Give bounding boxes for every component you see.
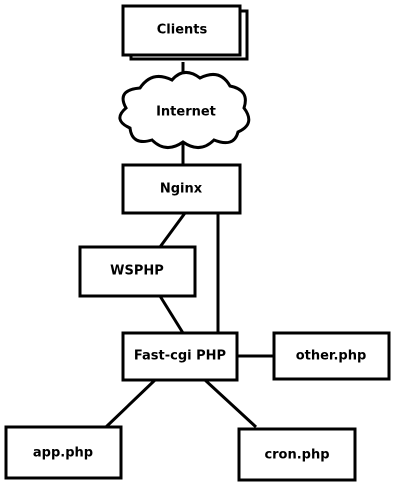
node-cron: cron.php (237, 427, 357, 482)
node-app: app.php (4, 425, 123, 480)
internet-label: Internet (156, 105, 216, 120)
node-other: other.php (272, 331, 391, 381)
app-box (4, 425, 123, 480)
app-label: app.php (33, 446, 93, 461)
wsphp-label: WSPHP (110, 264, 164, 279)
edge-fastcgi-app (104, 378, 157, 429)
other-label: other.php (296, 349, 367, 364)
cloud-icon (118, 71, 251, 149)
clients-label: Clients (157, 23, 208, 38)
clients-front-box (121, 4, 242, 57)
nginx-box (121, 163, 242, 215)
other-box (272, 331, 391, 381)
nginx-label: Nginx (160, 182, 203, 197)
connectors (104, 62, 274, 429)
edge-wsphp-fastcgi (158, 295, 185, 334)
edge-fastcgi-cron (203, 378, 258, 429)
node-internet: Internet (118, 71, 251, 149)
node-fastcgi: Fast-cgi PHP (121, 331, 239, 382)
wsphp-box (78, 245, 197, 298)
cron-label: cron.php (264, 448, 329, 463)
edge-nginx-wsphp (158, 212, 187, 248)
node-wsphp: WSPHP (78, 245, 197, 298)
node-nginx: Nginx (121, 163, 242, 215)
fastcgi-label: Fast-cgi PHP (134, 349, 226, 364)
node-clients: Clients (121, 4, 249, 61)
cron-box (237, 427, 357, 482)
fastcgi-box (121, 331, 239, 382)
